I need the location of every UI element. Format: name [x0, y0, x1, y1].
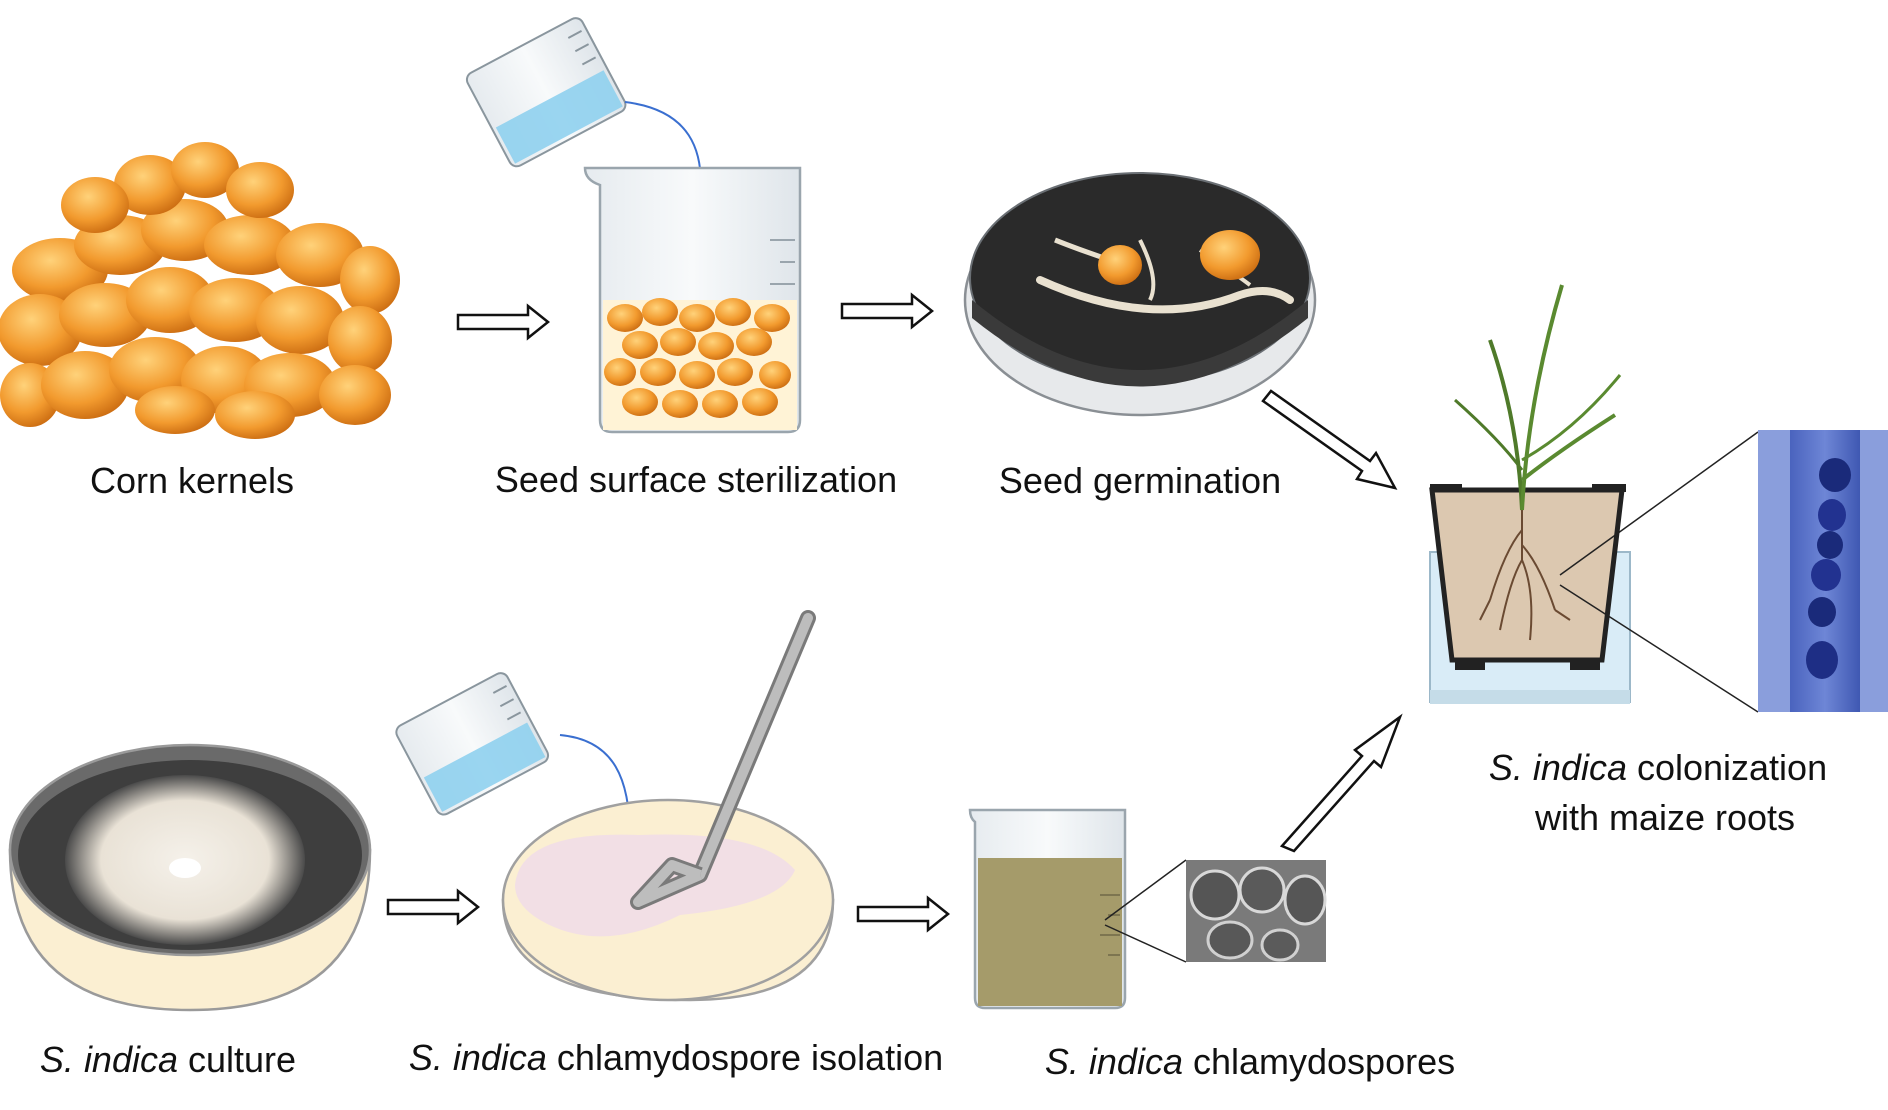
pouring-beaker-icon: [465, 17, 627, 168]
spore-beaker-illustration: [968, 808, 1127, 1010]
chlamydospores-species: S. indica: [1045, 1041, 1183, 1082]
arrow-chlamydospores-to-colonization: [1279, 713, 1403, 853]
isolation-petri-dish-illustration: [395, 610, 835, 1002]
zoom-line-spore-top: [1104, 859, 1187, 921]
germination-label: Seed germination: [999, 460, 1281, 501]
chlamydospore-micrograph: [1186, 860, 1327, 962]
isolation-label: S. indica chlamydospore isolation: [409, 1037, 943, 1078]
colonization-species: S. indica: [1489, 747, 1627, 788]
zoom-line-spore-bottom: [1104, 924, 1187, 963]
maize-pot-illustration: [1429, 284, 1631, 704]
germination-petri-dish-illustration: [963, 172, 1317, 417]
sterilization-label: Seed surface sterilization: [495, 459, 897, 500]
culture-label: S. indica culture: [40, 1039, 296, 1080]
arrow-corn-to-sterilization: [456, 303, 551, 341]
corn-kernels-label: Corn kernels: [90, 460, 294, 501]
arrow-germination-to-colonization: [1261, 389, 1398, 490]
culture-petri-dish-illustration: [8, 743, 372, 1012]
zoom-line-top: [1559, 431, 1759, 576]
colonization-label-line1: S. indica colonization: [1489, 747, 1827, 788]
arrow-culture-to-isolation: [386, 888, 481, 926]
sterilization-beaker-illustration: [465, 17, 802, 434]
culture-text: culture: [178, 1039, 296, 1080]
isolation-species: S. indica: [409, 1037, 547, 1078]
colonization-label-line2: with maize roots: [1534, 797, 1795, 838]
zoom-line-bottom: [1559, 584, 1759, 713]
chlamydospores-label: S. indica chlamydospores: [1045, 1041, 1455, 1082]
corn-kernels-image: [0, 142, 400, 439]
culture-species: S. indica: [40, 1039, 178, 1080]
isolation-text: chlamydospore isolation: [547, 1037, 943, 1078]
pouring-beaker-icon-2: [395, 672, 550, 816]
chlamydospores-text: chlamydospores: [1183, 1041, 1455, 1082]
arrow-sterilization-to-germination: [840, 292, 935, 330]
colonization-text: colonization: [1627, 747, 1827, 788]
arrow-isolation-to-chlamydospores: [856, 895, 951, 933]
stained-root-micrograph: [1758, 430, 1888, 712]
